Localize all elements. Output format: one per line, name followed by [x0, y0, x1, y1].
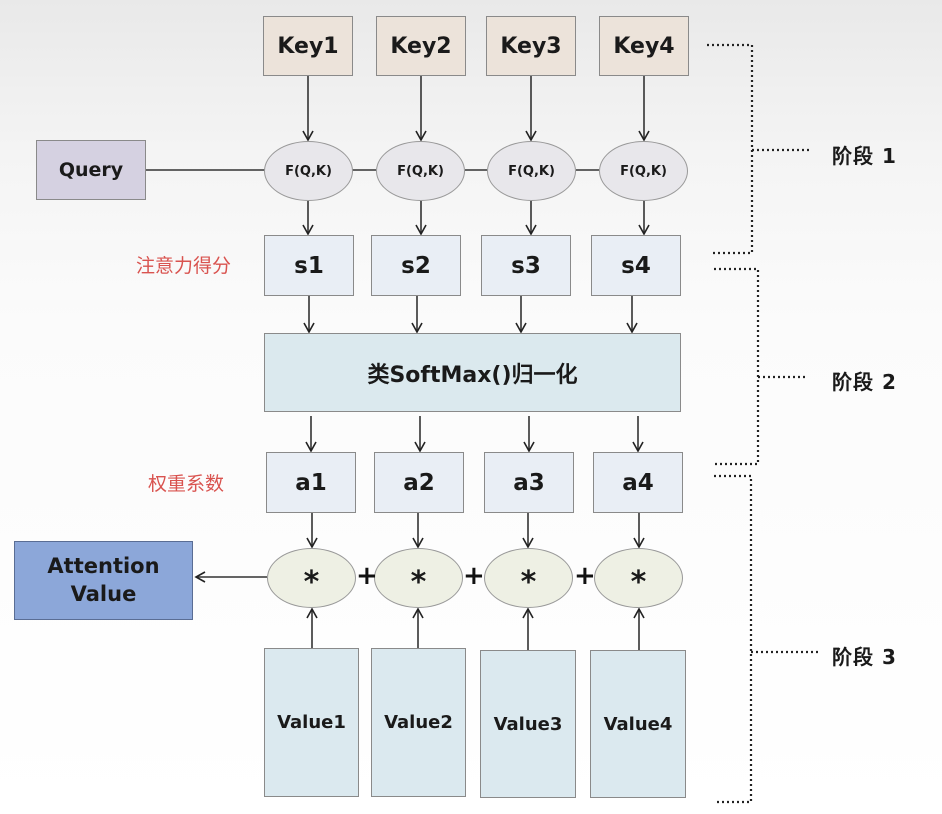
- score-box: s1: [264, 235, 354, 296]
- plus-sign: +: [574, 561, 596, 591]
- weight-row-label: 权重系数: [148, 473, 225, 495]
- similarity-function-node: F(Q,K): [376, 141, 465, 201]
- score-row-label: 注意力得分: [136, 255, 232, 277]
- query-box: Query: [36, 140, 146, 200]
- stage-1-bracket: [707, 43, 754, 255]
- multiply-node: *: [484, 548, 573, 608]
- similarity-function-node: F(Q,K): [264, 141, 353, 201]
- key-box: Key3: [486, 16, 576, 76]
- key-box: Key4: [599, 16, 689, 76]
- multiply-node: *: [374, 548, 463, 608]
- value-box: Value2: [371, 648, 466, 797]
- multiply-node: *: [594, 548, 683, 608]
- stage-label: 阶段 1: [832, 144, 897, 168]
- similarity-function-node: F(Q,K): [599, 141, 688, 201]
- key-box: Key1: [263, 16, 353, 76]
- weight-box: a3: [484, 452, 574, 513]
- multiply-node: *: [267, 548, 356, 608]
- plus-sign: +: [463, 561, 485, 591]
- value-box: Value4: [590, 650, 686, 798]
- value-box: Value3: [480, 650, 576, 798]
- score-box: s2: [371, 235, 461, 296]
- stage-label: 阶段 2: [832, 370, 897, 394]
- stage-label: 阶段 3: [832, 645, 897, 669]
- stage-3-bracket: [714, 474, 753, 804]
- plus-sign: +: [356, 561, 378, 591]
- score-box: s3: [481, 235, 571, 296]
- weight-box: a4: [593, 452, 683, 513]
- weight-box: a2: [374, 452, 464, 513]
- key-box: Key2: [376, 16, 466, 76]
- weight-box: a1: [266, 452, 356, 513]
- value-box: Value1: [264, 648, 359, 797]
- stage-2-bracket: [714, 267, 760, 466]
- similarity-function-node: F(Q,K): [487, 141, 576, 201]
- softmax-normalization-box: 类SoftMax()归一化: [264, 333, 681, 412]
- score-box: s4: [591, 235, 681, 296]
